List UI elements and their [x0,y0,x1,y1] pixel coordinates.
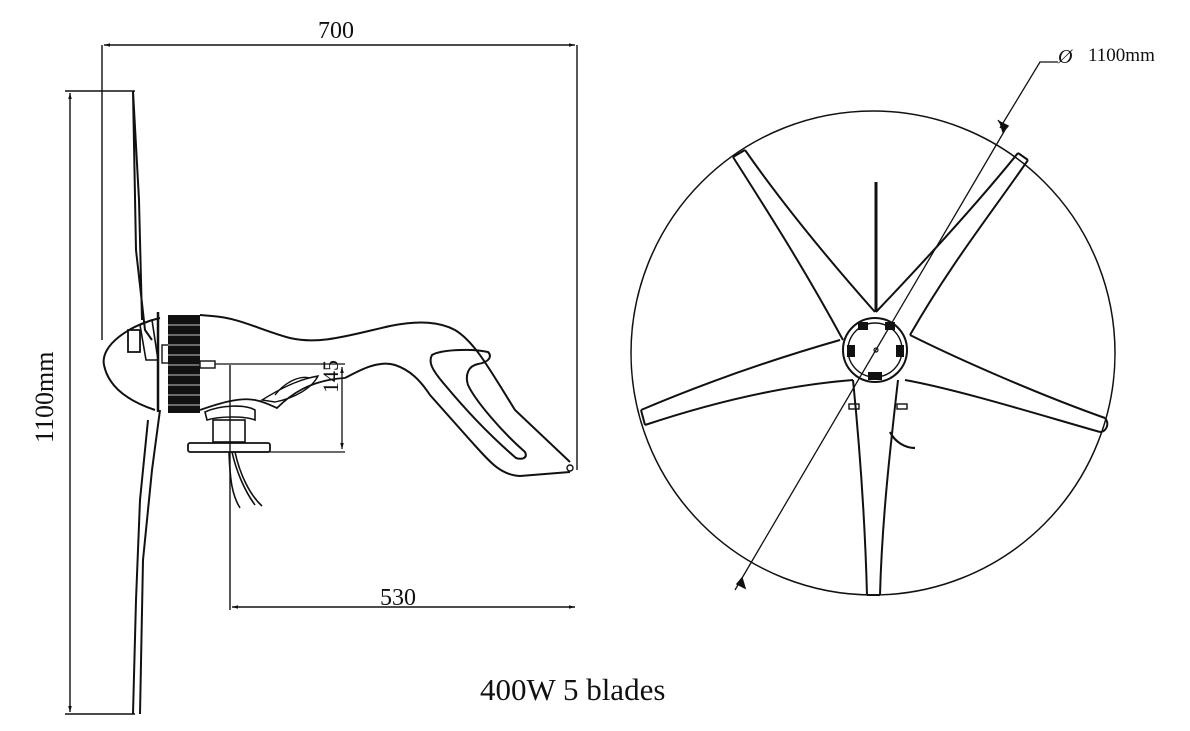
diameter-line [734,129,1006,591]
blade-2 [875,152,1029,336]
blade-top [132,90,153,341]
body [199,314,571,463]
generator-fins [168,315,200,413]
diameter-symbol-icon: Ø [1058,46,1073,68]
dimension-700 [101,43,578,470]
diameter-label: 1100mm [1088,45,1155,66]
drawing-title: 400W 5 blades [480,672,666,707]
blade-5 [852,379,899,596]
side-view [65,43,578,715]
dimension-530-label: 530 [380,585,416,611]
wires [228,451,263,509]
hub [842,317,908,383]
dimension-145-label: 145 [318,360,343,393]
dimension-1100-label: 1100mm [30,351,59,443]
cable [889,431,916,450]
blade-3 [640,339,854,426]
rotor-circle [630,110,1116,596]
blade-bottom [132,409,161,715]
dimension-530 [229,365,575,610]
nose-cone [102,317,161,411]
mount-flange [187,442,271,453]
dimension-1100 [65,90,135,715]
blade-1 [732,149,876,341]
front-view [630,61,1116,596]
blade-4 [904,334,1109,433]
tail-cutout [429,348,527,460]
dimension-700-label: 700 [318,18,354,44]
